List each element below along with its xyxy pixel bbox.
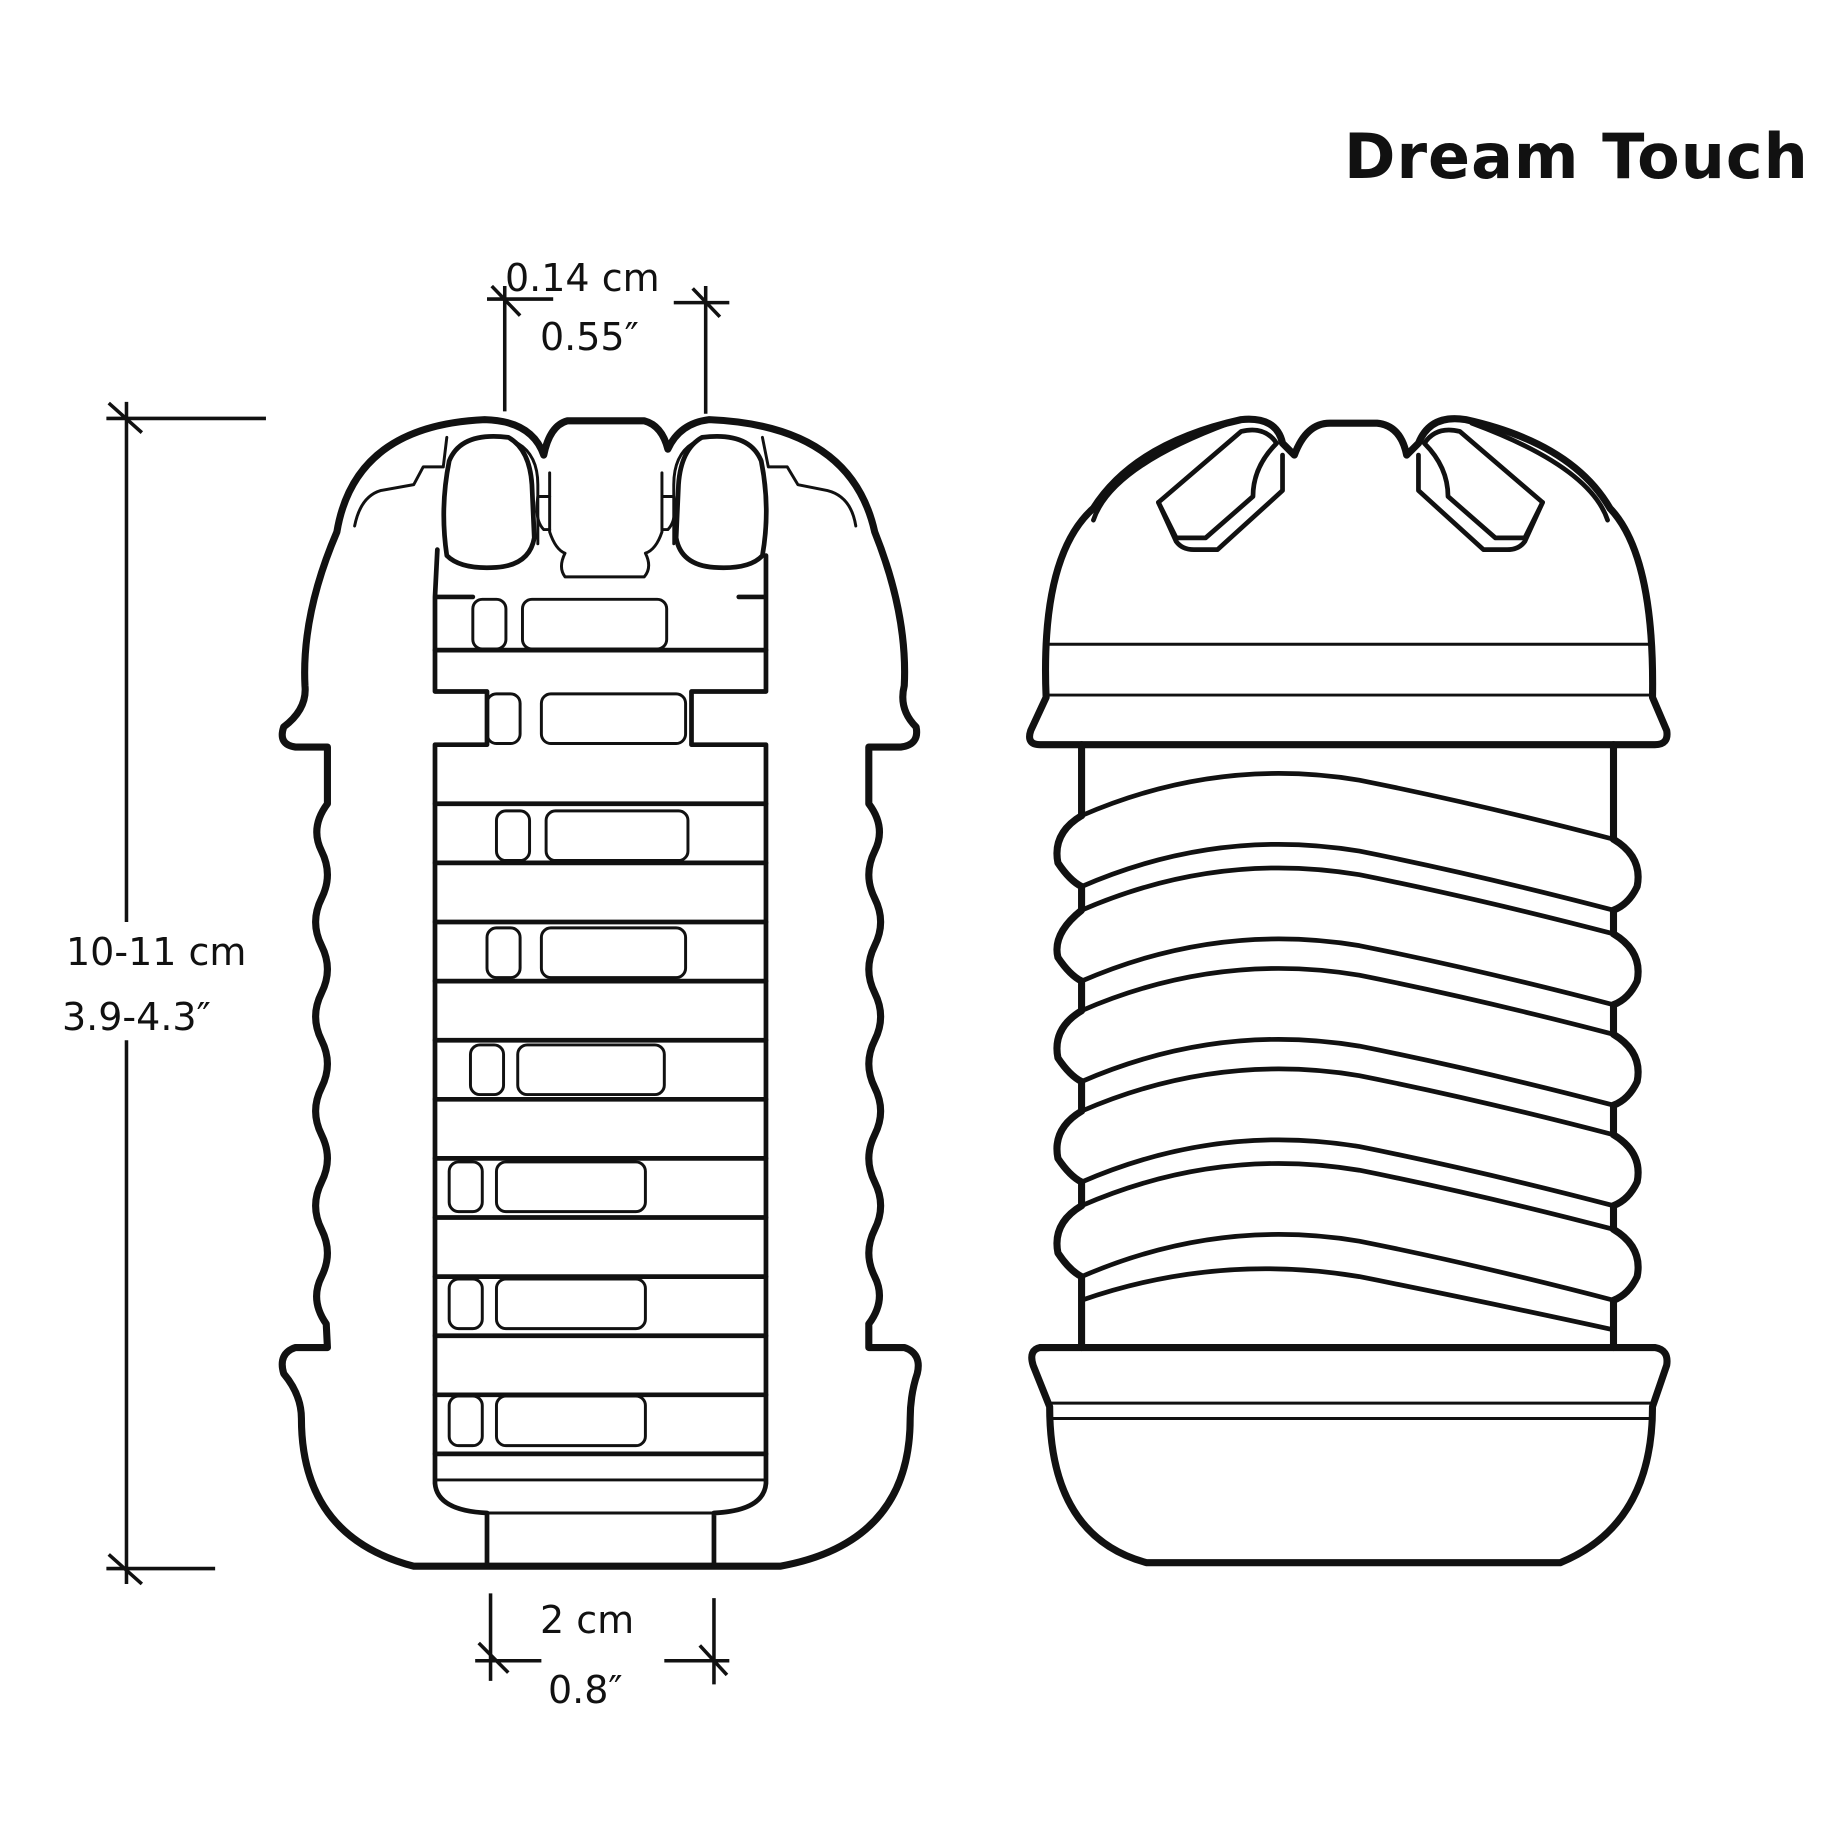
spiral-ridges: [1053, 771, 1642, 1352]
cross-section-view: [278, 416, 922, 1570]
height-metric: 10-11 cm: [66, 930, 247, 974]
top-opening-imperial: 0.55″: [540, 315, 639, 359]
inner-ribs: [432, 597, 769, 1457]
dimension-lines: [106, 284, 730, 1685]
bottom-opening-imperial: 0.8″: [548, 1668, 623, 1712]
top-opening-metric: 0.14 cm: [505, 256, 660, 300]
height-imperial: 3.9-4.3″: [62, 995, 211, 1039]
bottom-opening-metric: 2 cm: [540, 1598, 635, 1642]
product-title: Dream Touch: [1344, 120, 1809, 193]
exterior-view: [1026, 415, 1671, 1567]
